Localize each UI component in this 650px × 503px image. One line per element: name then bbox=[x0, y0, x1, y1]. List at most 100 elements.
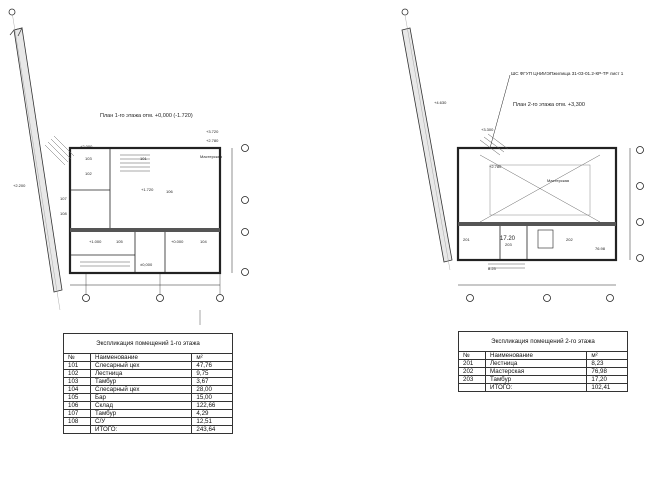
plan2-main-outline bbox=[456, 146, 618, 262]
plan1-title: План 1-го этажа отм. +0,000 (-1.720) bbox=[100, 113, 193, 119]
plan2-level-1: +4.630 bbox=[434, 100, 447, 105]
cell: Тамбур bbox=[90, 377, 193, 386]
table1-header-area: м² bbox=[191, 353, 233, 362]
cell: Мастерская bbox=[485, 367, 588, 376]
cell: Лестница bbox=[90, 369, 193, 378]
plan2-area-203: 17.20 bbox=[500, 236, 516, 242]
plan2-room-202: 202 bbox=[566, 237, 573, 242]
cell: С/У bbox=[90, 417, 193, 426]
plan1-note: Мастерская bbox=[200, 154, 222, 159]
cell: 76,98 bbox=[586, 367, 628, 376]
plan2-level-3: +2.780 bbox=[489, 164, 502, 169]
plan1-room-105: 105 bbox=[116, 239, 123, 244]
table1-header-no: № bbox=[62, 353, 92, 362]
cell: Тамбур bbox=[90, 409, 193, 418]
cell: 203 bbox=[457, 375, 487, 384]
plan2-room-203: 203 bbox=[505, 242, 512, 247]
table1-total: 243,64 bbox=[191, 425, 233, 434]
cell: 3,67 bbox=[191, 377, 233, 386]
plan1-room-102: 102 bbox=[85, 171, 92, 176]
plan1-level-2: +2.780 bbox=[206, 138, 219, 143]
cell: 8,23 bbox=[586, 359, 628, 368]
cell: Тамбур bbox=[485, 375, 588, 384]
cell: 107 bbox=[62, 409, 92, 418]
cell: 202 bbox=[457, 367, 487, 376]
plan1-room-101: 101 bbox=[140, 156, 147, 161]
plan1-level-4: +2.000 bbox=[80, 144, 93, 149]
cell: 28,00 bbox=[191, 385, 233, 394]
plan2-area-202: 76.98 bbox=[595, 246, 606, 251]
plan1-level-7: ±0,000 bbox=[140, 262, 153, 267]
plan1-level-top: +3.720 bbox=[206, 129, 219, 134]
plan1-room-107: 107 bbox=[60, 196, 67, 201]
plan2-level-2: +3.300 bbox=[481, 127, 494, 132]
cell: 105 bbox=[62, 393, 92, 402]
table2-total: 102,41 bbox=[586, 383, 628, 392]
cell: 47,76 bbox=[191, 361, 233, 370]
cell bbox=[62, 425, 92, 434]
cell bbox=[457, 383, 487, 392]
plan-2-second-floor bbox=[401, 8, 644, 302]
table1-title: Экспликация помещений 1-го этажа bbox=[63, 333, 233, 354]
cell: 108 bbox=[62, 417, 92, 426]
table2-header-name: Наименование bbox=[485, 351, 588, 360]
cell: 104 bbox=[62, 385, 92, 394]
cell: Склад bbox=[90, 401, 193, 410]
cell: 101 bbox=[62, 361, 92, 370]
plan2-room-201: 201 bbox=[463, 237, 470, 242]
table2-total-label: ИТОГО: bbox=[485, 383, 588, 392]
plan2-area-201: 8.23 bbox=[488, 266, 497, 271]
cell: 106 bbox=[62, 401, 92, 410]
table-total-row: ИТОГО: 243,64 bbox=[62, 425, 233, 434]
table-total-row: ИТОГО: 102,41 bbox=[457, 383, 628, 392]
cell: Бар bbox=[90, 393, 193, 402]
plan1-room-108: 108 bbox=[60, 211, 67, 216]
plan1-main-outline bbox=[68, 146, 222, 275]
plan2-title: План 2-го этажа отм. +3,300 bbox=[513, 102, 585, 108]
table2-header-area: м² bbox=[586, 351, 628, 360]
plan1-level-8: +2.200 bbox=[13, 183, 26, 188]
table2-header-no: № bbox=[457, 351, 487, 360]
cell: 12,51 bbox=[191, 417, 233, 426]
cell: 122,66 bbox=[191, 401, 233, 410]
plan1-room-103: 103 bbox=[85, 156, 92, 161]
plan2-note: Мастерская bbox=[547, 178, 569, 183]
cell: Лестница bbox=[485, 359, 588, 368]
cell: 9,75 bbox=[191, 369, 233, 378]
cell: 15,00 bbox=[191, 393, 233, 402]
plan1-level-5: +1.000 bbox=[89, 239, 102, 244]
plan1-room-106: 106 bbox=[166, 189, 173, 194]
floor-plans-drawing: План 1-го этажа отм. +0,000 (-1.720) +3.… bbox=[8, 8, 644, 325]
plan1-level-6: +0.000 bbox=[171, 239, 184, 244]
table2-title: Экспликация помещений 2-го этажа bbox=[458, 331, 628, 352]
plan-1-ground-floor bbox=[8, 8, 249, 325]
plan1-stair-hatch bbox=[80, 154, 150, 267]
plan2-callout: ШС ФГУП ЦНИИЭПжилища 31-03-01.2-КР-ТР ли… bbox=[511, 71, 624, 76]
plan1-room-104: 104 bbox=[200, 239, 207, 244]
cell: 103 bbox=[62, 377, 92, 386]
cell: 102 bbox=[62, 369, 92, 378]
cell: 17,20 bbox=[586, 375, 628, 384]
table-floor-2-explication: Экспликация помещений 2-го этажа № Наиме… bbox=[457, 331, 628, 392]
cell: Слесарный цех bbox=[90, 385, 193, 394]
plan1-level-3: +1.720 bbox=[141, 187, 154, 192]
cell: 201 bbox=[457, 359, 487, 368]
table1-total-label: ИТОГО: bbox=[90, 425, 193, 434]
cell: Слесарный цех bbox=[90, 361, 193, 370]
cell: 4,29 bbox=[191, 409, 233, 418]
plan2-slanted-wall bbox=[401, 27, 453, 263]
table-floor-1-explication: Экспликация помещений 1-го этажа № Наиме… bbox=[62, 333, 233, 434]
plan1-slanted-wall bbox=[13, 27, 63, 293]
table1-header-name: Наименование bbox=[90, 353, 193, 362]
